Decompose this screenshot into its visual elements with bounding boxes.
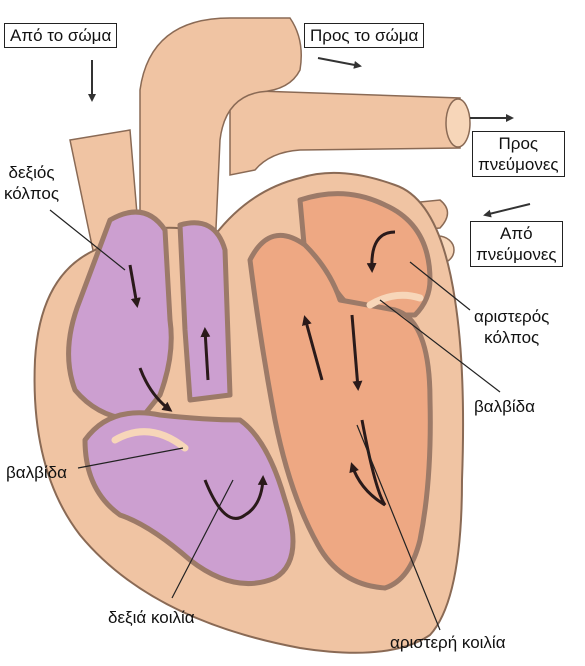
valve-left (366, 291, 424, 309)
pulmonary-artery-opening (445, 98, 471, 148)
label-to-lungs-line2: πνεύμονες (478, 155, 559, 174)
label-right-atrium: δεξιός κόλπος (4, 162, 59, 204)
right-ventricle (82, 410, 296, 587)
arrow-to-body (317, 57, 362, 69)
flow-arrow-right-curve (138, 367, 173, 412)
label-from-body: Από το σώμα (4, 23, 118, 48)
leader-left-ventricle (356, 424, 441, 631)
label-from-lungs-line1: Από (500, 224, 533, 243)
label-to-lungs: Προς πνεύμονες (472, 131, 565, 177)
aorta (139, 17, 302, 251)
label-to-body: Προς το σώμα (304, 23, 425, 48)
pulmonary-artery (229, 89, 461, 176)
label-right-atrium-line2: κόλπος (4, 184, 60, 203)
flow-arrow-right-up (200, 327, 211, 381)
flow-arrow-right-atrium (128, 264, 141, 308)
arrow-from-lungs (483, 203, 531, 218)
leader-valve-left (379, 299, 501, 393)
label-left-ventricle: αριστερή κοιλία (390, 633, 506, 652)
flow-arrow-left-up (302, 315, 324, 381)
label-from-body-text: Από το σώμα (10, 26, 112, 45)
label-from-lungs-line2: πνεύμονες (476, 245, 557, 264)
label-right-ventricle: δεξιά κοιλία (108, 608, 195, 627)
leader-valve-right (77, 447, 184, 469)
label-to-body-text: Προς το σώμα (310, 26, 419, 45)
left-ventricle (247, 233, 433, 591)
flow-arrow-left-down (350, 314, 363, 391)
label-from-lungs: Από πνεύμονες (470, 221, 563, 267)
label-valve-right: βαλβίδα (6, 463, 67, 482)
right-atrium (66, 209, 174, 423)
right-atrium-channel (177, 220, 233, 403)
label-left-atrium-line1: αριστερός (474, 307, 550, 326)
label-valve-left: βαλβίδα (474, 397, 535, 416)
label-left-atrium: αριστερός κόλπος (474, 306, 549, 348)
label-left-atrium-line2: κόλπος (484, 328, 540, 347)
leader-right-atrium (49, 209, 126, 271)
leader-right-ventricle (171, 479, 234, 599)
flow-arrow-right-ventricle (203, 475, 268, 520)
valve-right (111, 428, 189, 452)
leader-left-atrium (409, 261, 471, 311)
label-to-lungs-line1: Προς (498, 134, 539, 153)
flow-arrow-left-atrium (366, 230, 396, 273)
label-right-atrium-line1: δεξιός (8, 163, 55, 182)
